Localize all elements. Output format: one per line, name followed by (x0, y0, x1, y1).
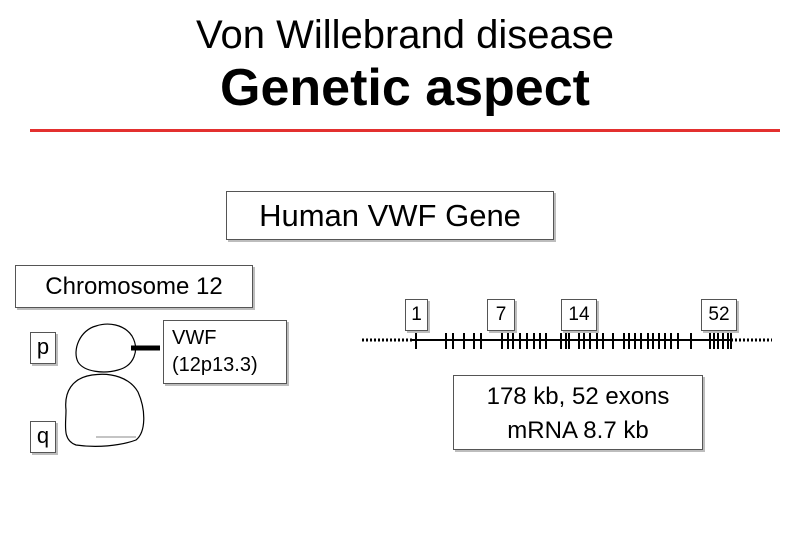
exon-label-7: 7 (487, 299, 515, 331)
exon-label-52: 52 (701, 299, 737, 331)
slide-title: Von Willebrand disease (195, 13, 615, 57)
chromosome-q-arm (64, 373, 145, 447)
gene-title-box: Human VWF Gene (226, 191, 554, 240)
exon-label-14: 14 (561, 299, 597, 331)
mrna-size-text: mRNA 8.7 kb (507, 417, 649, 444)
q-arm-label: q (30, 421, 56, 453)
locus-gene-name: VWF (172, 327, 217, 349)
slide-subtitle: Genetic aspect (220, 59, 590, 117)
locus-position: (12p13.3) (172, 354, 258, 376)
p-arm-label: p (30, 332, 56, 364)
exon-label-1: 1 (405, 299, 428, 331)
gene-size-text: 178 kb, 52 exons (486, 383, 670, 410)
title-divider (30, 129, 780, 132)
vwf-locus-box: VWF (12p13.3) (163, 320, 287, 384)
gene-map (362, 333, 772, 349)
chromosome-label: Chromosome 12 (15, 265, 253, 308)
chromosome-p-arm (75, 323, 137, 373)
gene-info-box: 178 kb, 52 exons mRNA 8.7 kb (453, 375, 703, 450)
